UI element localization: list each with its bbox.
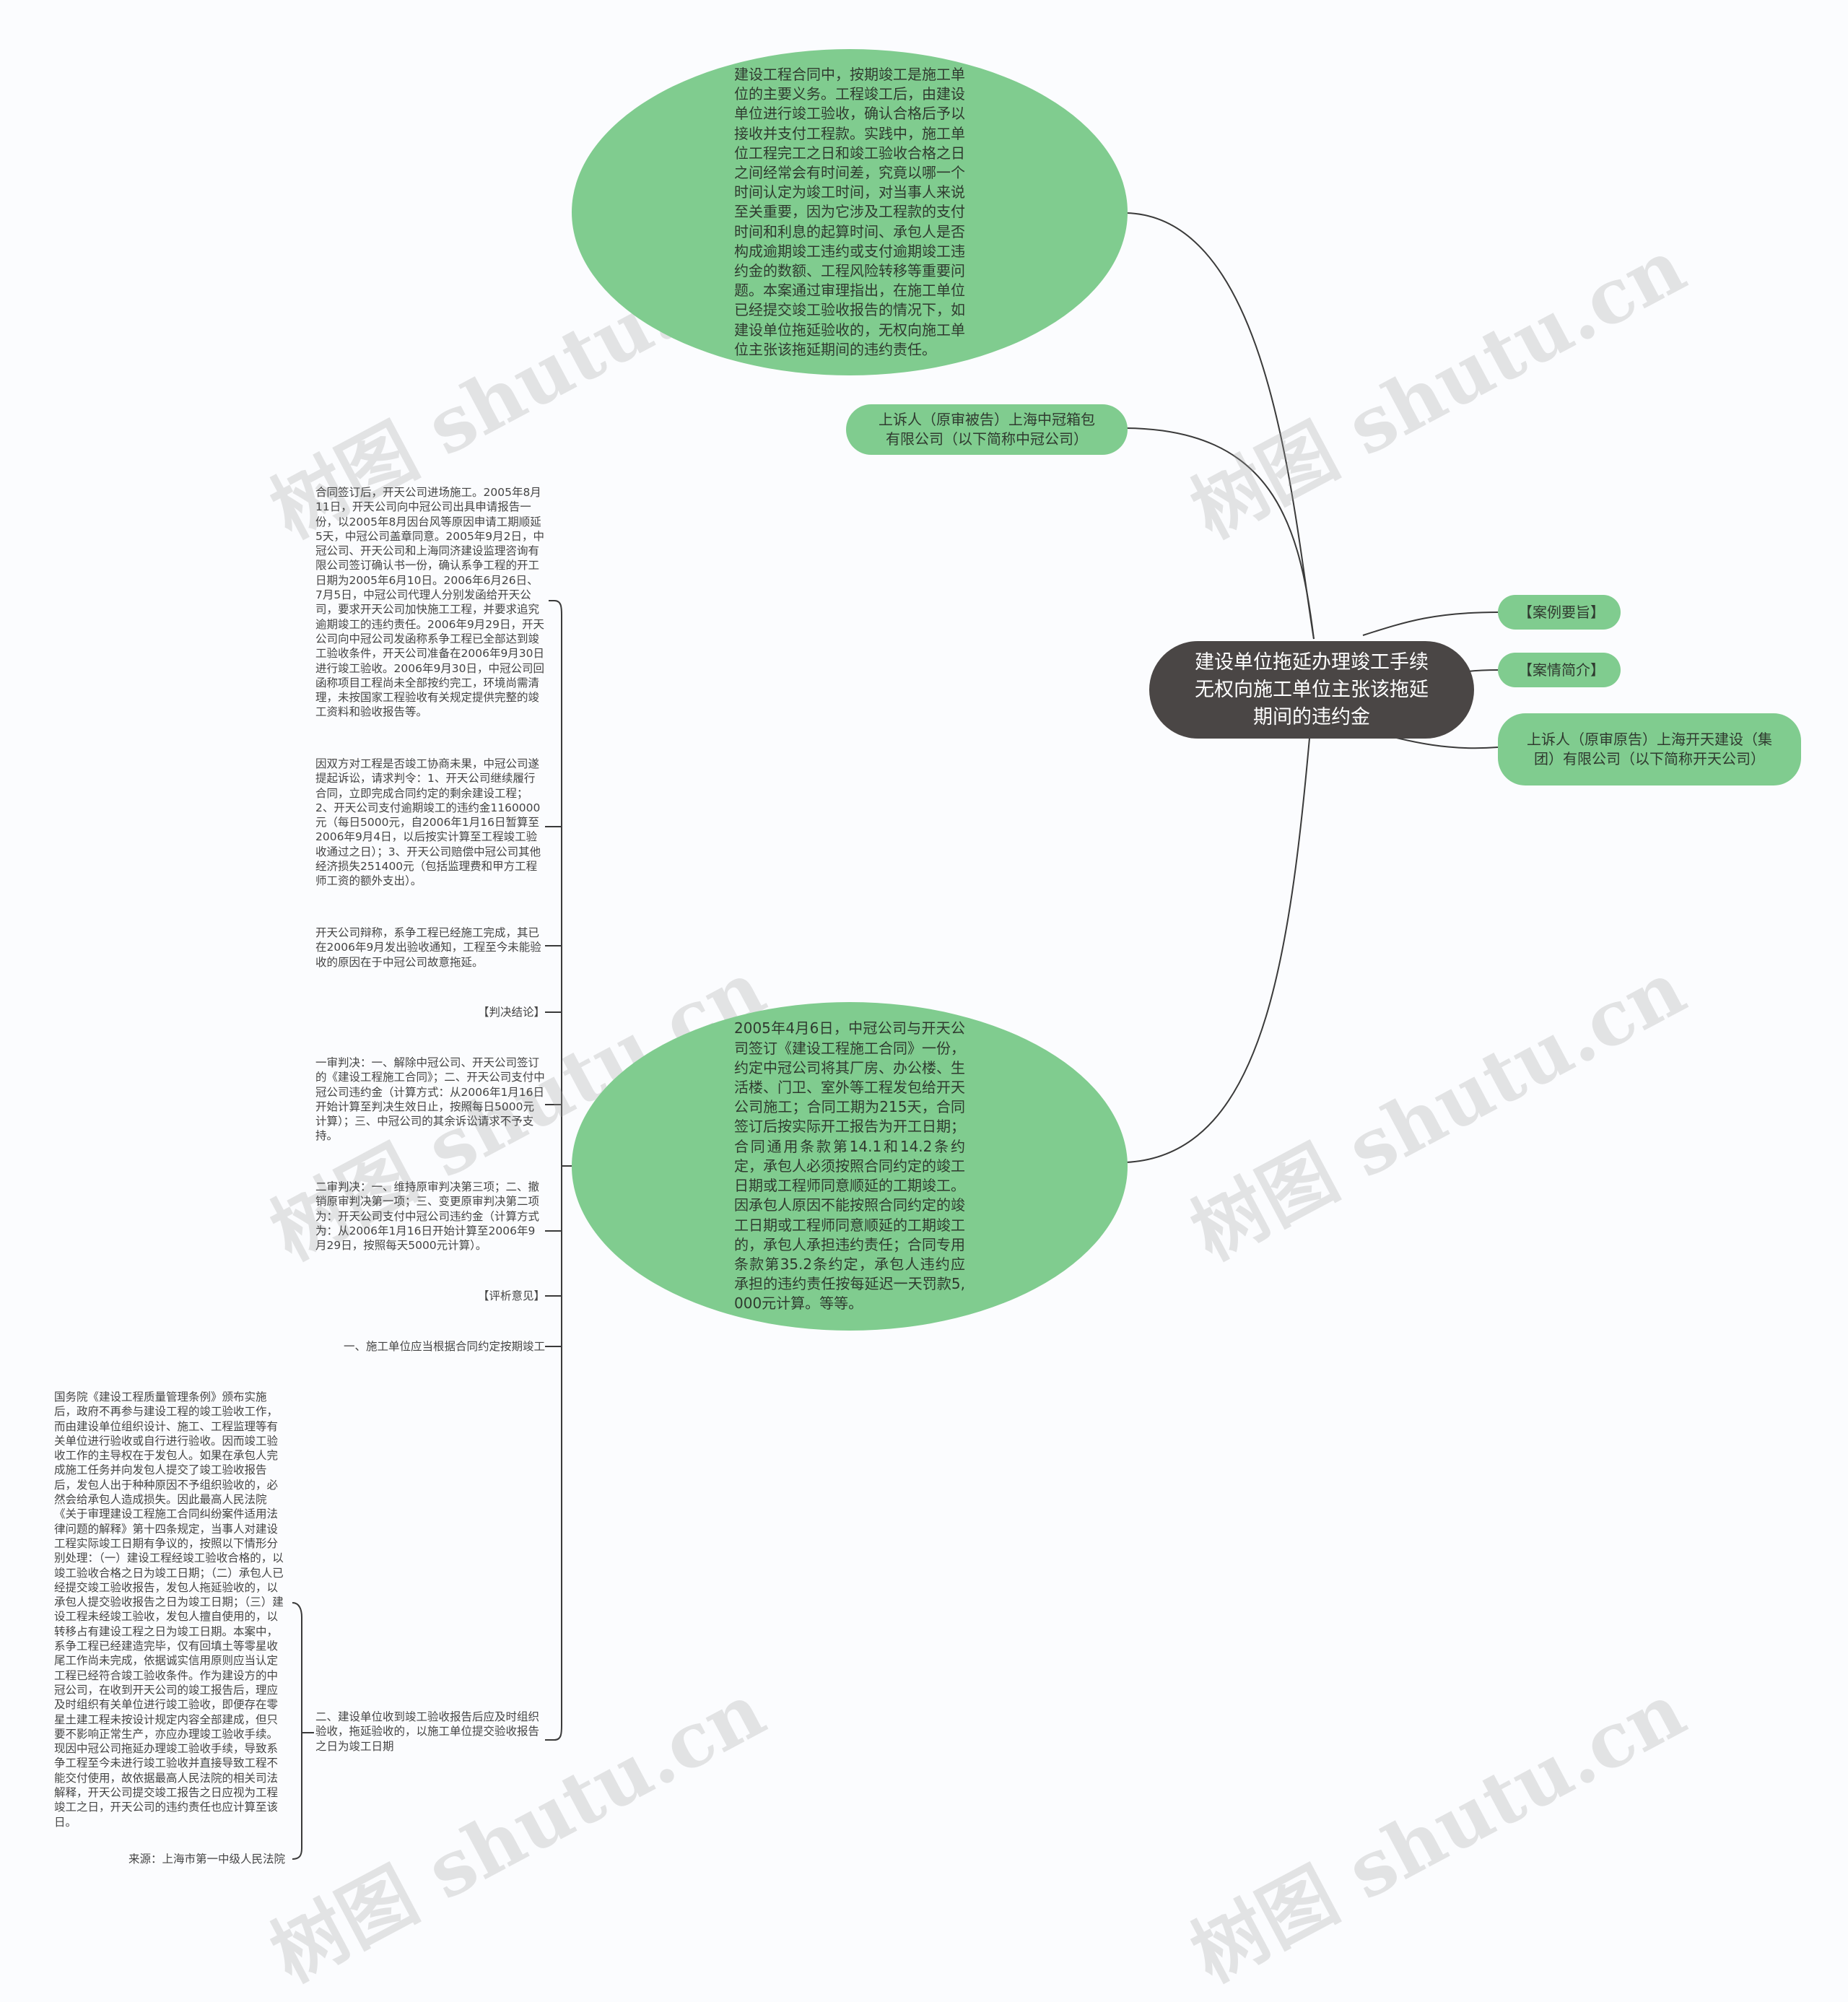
leaf-text: 二审判决：一、维持原审判决第三项；二、撤销原审判决第一项；三、变更原审判决第二项… [315,1180,540,1253]
leaf-text: 因双方对工程是否竣工协商未果，中冠公司遂提起诉讼，请求判令：1、开天公司继续履行… [315,757,541,888]
leaf-source[interactable]: 来源：上海市第一中级人民法院 [54,1852,285,1866]
leaf-second-instance[interactable]: 二审判决：一、维持原审判决第三项；二、撤销原审判决第一项；三、变更原审判决第二项… [315,1180,545,1253]
leaf-text: 二、建设单位收到竣工验收报告后应及时组织验收，拖延验收的，以施工单位提交验收报告… [315,1710,540,1753]
leaf-point-one[interactable]: 一、施工单位应当根据合同约定按期竣工 [315,1339,545,1354]
root-title: 建设单位拖延办理竣工手续无权向施工单位主张该拖延期间的违约金 [1195,650,1429,728]
leaf-text: 【判决结论】 [477,1006,545,1019]
leaf-defense[interactable]: 开天公司辩称，系争工程已经施工完成，其已在2006年9月发出验收通知，工程至今未… [315,926,545,970]
leaf-text: 一、施工单位应当根据合同约定按期竣工 [343,1340,545,1353]
node-appellee-label: 上诉人（原审被告）上海中冠箱包有限公司（以下简称中冠公司） [879,411,1095,448]
root-node[interactable]: 建设单位拖延办理竣工手续无权向施工单位主张该拖延期间的违约金 [1149,641,1474,739]
leaf-judgment-heading[interactable]: 【判决结论】 [315,1005,545,1019]
node-case-summary-label: 【案例要旨】 [1518,603,1605,621]
node-case-summary[interactable]: 【案例要旨】 [1498,595,1621,630]
edge-root-principle [1125,212,1315,640]
bracket-sub [292,1602,302,1860]
bracket-details [554,600,562,1741]
leaf-analysis-text[interactable]: 国务院《建设工程质量管理条例》颁布实施后，政府不再参与建设工程的竣工验收工作，而… [54,1390,285,1829]
node-appellant-label: 上诉人（原审原告）上海开天建设（集团）有限公司（以下简称开天公司） [1527,731,1772,767]
edge-root-appellee [1125,427,1315,640]
node-case-principle-text: 建设工程合同中，按期竣工是施工单位的主要义务。工程竣工后，由建设单位进行竣工验收… [734,65,965,358]
node-case-facts[interactable]: 2005年4月6日，中冠公司与开天公司签订《建设工程施工合同》一份，约定中冠公司… [572,1002,1128,1331]
leaf-lawsuit-claims[interactable]: 因双方对工程是否竣工协商未果，中冠公司遂提起诉讼，请求判令：1、开天公司继续履行… [315,757,545,889]
leaf-contract-execution[interactable]: 合同签订后，开天公司进场施工。2005年8月11日，开天公司向中冠公司出具申请报… [315,485,545,720]
leaf-analysis-heading[interactable]: 【评析意见】 [315,1289,545,1303]
leaf-text: 合同签订后，开天公司进场施工。2005年8月11日，开天公司向中冠公司出具申请报… [315,486,545,719]
node-case-principle[interactable]: 建设工程合同中，按期竣工是施工单位的主要义务。工程竣工后，由建设单位进行竣工验收… [572,49,1128,375]
leaf-text: 一审判决：一、解除中冠公司、开天公司签订的《建设工程施工合同》；二、开天公司支付… [315,1056,545,1143]
leaf-point-two[interactable]: 二、建设单位收到竣工验收报告后应及时组织验收，拖延验收的，以施工单位提交验收报告… [315,1710,545,1754]
edge-root-facts [1125,689,1315,1163]
edge-root-summary [1362,612,1499,636]
leaf-first-instance[interactable]: 一审判决：一、解除中冠公司、开天公司签订的《建设工程施工合同》；二、开天公司支付… [315,1056,545,1144]
leaf-text: 【评析意见】 [477,1289,545,1302]
node-appellant[interactable]: 上诉人（原审原告）上海开天建设（集团）有限公司（以下简称开天公司） [1498,713,1801,785]
leaf-text: 国务院《建设工程质量管理条例》颁布实施后，政府不再参与建设工程的竣工验收工作，而… [54,1390,284,1829]
node-case-intro[interactable]: 【案情简介】 [1498,653,1621,687]
node-appellee[interactable]: 上诉人（原审被告）上海中冠箱包有限公司（以下简称中冠公司） [846,404,1128,455]
node-case-facts-text: 2005年4月6日，中冠公司与开天公司签订《建设工程施工合同》一份，约定中冠公司… [734,1019,965,1313]
leaf-text: 开天公司辩称，系争工程已经施工完成，其已在2006年9月发出验收通知，工程至今未… [315,926,541,969]
node-case-intro-label: 【案情简介】 [1518,661,1605,679]
connector-lines [292,212,1499,1860]
leaf-text: 来源：上海市第一中级人民法院 [128,1853,285,1866]
mindmap-canvas: 树图 shutu.cn 树图 shutu.cn 树图 shutu.cn 树图 s… [54,49,1801,1999]
